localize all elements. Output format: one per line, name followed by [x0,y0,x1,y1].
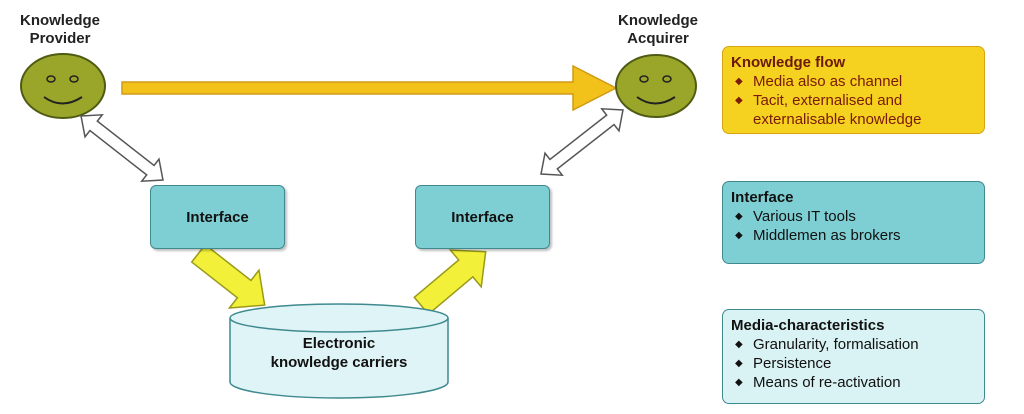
acquirer-label: Knowledge Acquirer [603,12,713,48]
knowledge-flow-panel: Knowledge flow Media also as channel Tac… [722,46,985,134]
carrier-label-line2: knowledge carriers [270,354,408,371]
acquirer-label-line1: Knowledge [617,12,698,29]
double-headed-arrow-icon [80,113,164,183]
interface-panel: Interface Various IT tools Middlemen as … [722,181,985,264]
interface-panel-title: Interface [731,189,794,206]
media-characteristics-panel: Media-characteristics Granularity, forma… [722,309,985,404]
provider-label: Knowledge Provider [5,12,115,48]
up-right-yellow-arrow-icon [413,249,487,316]
carrier-cylinder [229,303,449,399]
carrier-label: Electronic knowledge carriers [230,334,448,372]
list-item: Media also as channel [731,72,976,91]
down-right-yellow-arrow-icon [190,243,266,309]
knowledge-flow-title: Knowledge flow [731,54,846,71]
interface-panel-list: Various IT tools Middlemen as brokers [731,207,976,245]
provider-label-line1: Knowledge [19,12,100,29]
list-item: Persistence [731,354,976,373]
media-panel-title: Media-characteristics [731,317,885,334]
knowledge-flow-list: Media also as channel Tacit, externalise… [731,72,976,129]
provider-label-line2: Provider [29,30,91,47]
list-item: Various IT tools [731,207,976,226]
knowledge-flow-arrow [121,64,618,112]
list-item: Granularity, formalisation [731,335,976,354]
carrier-label-line1: Electronic [302,335,376,352]
acquirer-label-line2: Acquirer [627,30,689,47]
double-headed-arrow-icon [540,107,624,177]
list-item: Tacit, externalised and externalisable k… [731,91,976,129]
interface-box-left: Interface [150,185,285,249]
media-panel-list: Granularity, formalisation Persistence M… [731,335,976,392]
provider-smiley-icon [20,53,106,119]
acquirer-smiley-icon [615,54,697,118]
interface-box-right: Interface [415,185,550,249]
list-item: Means of re-activation [731,373,976,392]
list-item: Middlemen as brokers [731,226,976,245]
